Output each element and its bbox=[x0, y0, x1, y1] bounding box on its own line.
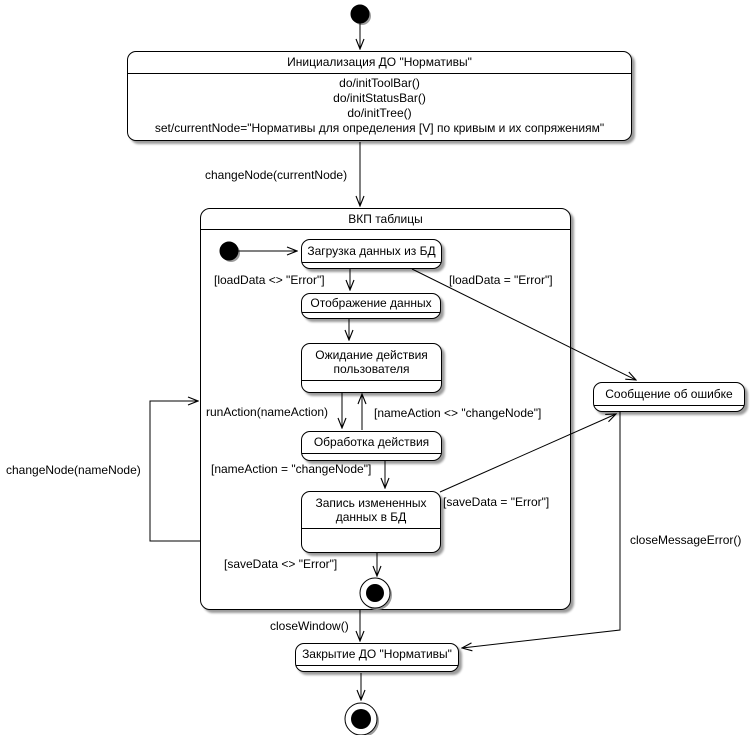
state-save[interactable]: Запись измененных данных в БД bbox=[301, 491, 441, 553]
state-composite-title: ВКП таблицы bbox=[201, 209, 570, 230]
action-line: do/initTree() bbox=[347, 106, 412, 120]
state-close[interactable]: Закрытие ДО "Нормативы" bbox=[295, 643, 459, 672]
state-process-compartment bbox=[302, 453, 441, 460]
state-display-name: Отображение данных bbox=[310, 295, 432, 310]
transition-label-load-ok: [loadData <> "Error"] bbox=[214, 273, 325, 287]
state-save-name: Запись измененных данных в БД bbox=[315, 495, 427, 524]
state-wait[interactable]: Ожидание действия пользователя bbox=[301, 343, 442, 393]
transition-label-run-action: runAction(nameAction) bbox=[206, 405, 329, 419]
state-load[interactable]: Загрузка данных из БД bbox=[301, 239, 442, 269]
state-close-name: Закрытие ДО "Нормативы" bbox=[302, 647, 452, 662]
state-close-compartment bbox=[296, 665, 458, 671]
transition-label-close-window: closeWindow() bbox=[270, 619, 349, 633]
state-wait-name: Ожидание действия пользователя bbox=[315, 347, 428, 376]
transition-label-save-ok: [saveData <> "Error"] bbox=[224, 557, 338, 571]
state-display-compartment bbox=[302, 312, 440, 318]
action-line: set/currentNode="Нормативы для определен… bbox=[154, 121, 605, 135]
state-wait-compartment bbox=[302, 380, 441, 392]
state-save-compartment bbox=[302, 528, 440, 552]
transition-label-load-err: [loadData = "Error"] bbox=[449, 273, 553, 287]
state-init-actions: do/initToolBar() do/initStatusBar() do/i… bbox=[128, 74, 631, 136]
state-error-compartment bbox=[594, 405, 744, 411]
initial-state-top[interactable] bbox=[350, 4, 370, 24]
transition-label-change-current: changeNode(currentNode) bbox=[205, 168, 348, 182]
state-load-name: Загрузка данных из БД bbox=[307, 243, 436, 258]
final-state-bottom-dot bbox=[351, 709, 371, 729]
bottom-final-shadow bbox=[347, 705, 379, 735]
state-load-compartment bbox=[302, 262, 441, 268]
state-process-name: Обработка действия bbox=[313, 435, 430, 450]
transition-label-change-name: changeNode(nameNode) bbox=[6, 463, 141, 477]
transition-label-name-eq: [nameAction = "changeNode"] bbox=[211, 462, 372, 476]
final-state-bottom-ring[interactable] bbox=[344, 702, 378, 735]
state-error-message[interactable]: Сообщение об ошибке bbox=[593, 382, 745, 412]
state-composite-vkp[interactable]: ВКП таблицы Загрузка данных из БД Отобра… bbox=[200, 208, 571, 610]
state-init[interactable]: Инициализация ДО "Нормативы" do/initTool… bbox=[127, 51, 632, 141]
state-error-name: Сообщение об ошибке bbox=[605, 386, 733, 401]
action-line: do/initToolBar() bbox=[339, 76, 420, 90]
transition-composite-self[interactable] bbox=[149, 401, 200, 542]
initial-state-shadow bbox=[353, 7, 371, 25]
transition-label-save-err: [saveData = "Error"] bbox=[443, 495, 550, 509]
action-line: do/initStatusBar() bbox=[333, 91, 426, 105]
transition-label-close-message: closeMessageError() bbox=[630, 533, 742, 547]
transition-label-name-ne: [nameAction <> "changeNode"] bbox=[374, 406, 542, 420]
state-process[interactable]: Обработка действия bbox=[301, 431, 442, 461]
state-display[interactable]: Отображение данных bbox=[301, 293, 441, 319]
state-init-title: Инициализация ДО "Нормативы" bbox=[128, 52, 631, 74]
